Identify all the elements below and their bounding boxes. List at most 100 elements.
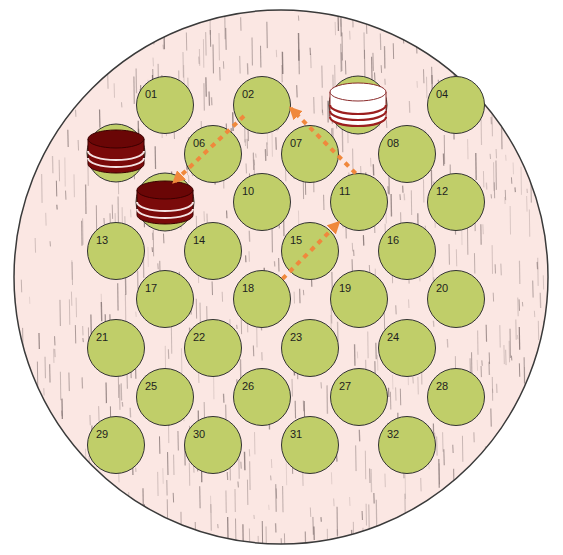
square-number: 30 (193, 428, 205, 440)
square-number: 08 (387, 137, 399, 149)
square-outline (233, 76, 291, 134)
square-outline (330, 368, 388, 426)
square-number: 07 (290, 137, 302, 149)
board-square: 29 (87, 416, 145, 474)
board-square: 10 (233, 173, 291, 231)
square-outline (136, 368, 194, 426)
board-square: 07 (281, 125, 339, 183)
square-outline (281, 416, 339, 474)
board-square: 28 (427, 368, 485, 426)
square-outline (233, 368, 291, 426)
square-outline (378, 125, 436, 183)
square-number: 22 (193, 331, 205, 343)
square-outline (87, 416, 145, 474)
board-square: 15 (281, 222, 339, 280)
square-outline (233, 173, 291, 231)
board-square: 01 (136, 76, 194, 134)
square-number: 21 (96, 331, 108, 343)
board-square: 25 (136, 368, 194, 426)
board-square: 21 (87, 319, 145, 377)
board-square: 02 (233, 76, 291, 134)
square-outline (281, 222, 339, 280)
square-number: 28 (436, 380, 448, 392)
square-number: 15 (290, 234, 302, 246)
square-outline (427, 76, 485, 134)
board-square: 06 (184, 125, 242, 183)
move-arrow (282, 223, 338, 279)
dark-piece (88, 130, 144, 173)
square-outline (87, 222, 145, 280)
square-number: 29 (96, 428, 108, 440)
square-outline (427, 173, 485, 231)
board-square: 12 (427, 173, 485, 231)
board-square: 04 (427, 76, 485, 134)
board-square: 22 (184, 319, 242, 377)
square-outline (330, 270, 388, 328)
square-outline (184, 222, 242, 280)
square-number: 31 (290, 428, 302, 440)
square-outline (136, 76, 194, 134)
square-number: 23 (290, 331, 302, 343)
square-number: 18 (242, 282, 254, 294)
square-number: 13 (96, 234, 108, 246)
move-arrow (291, 108, 356, 173)
board-square: 20 (427, 270, 485, 328)
square-number: 16 (387, 234, 399, 246)
square-outline (184, 125, 242, 183)
board-rim (14, 10, 548, 544)
board-square: 24 (378, 319, 436, 377)
square-outline (378, 319, 436, 377)
square-number: 12 (436, 185, 448, 197)
square-outline (427, 368, 485, 426)
square-outline (281, 319, 339, 377)
board-square: 23 (281, 319, 339, 377)
board-square (136, 173, 194, 231)
board-square: 11 (330, 173, 388, 231)
square-outline (184, 416, 242, 474)
square-number: 11 (339, 185, 350, 197)
board-square: 27 (330, 368, 388, 426)
board-square: 18 (233, 270, 291, 328)
wood-grain (12, 9, 551, 555)
board-square: 08 (378, 125, 436, 183)
square-number: 19 (339, 282, 351, 294)
square-outline (136, 270, 194, 328)
square-number: 25 (145, 380, 157, 392)
board-square: 14 (184, 222, 242, 280)
board-square: 17 (136, 270, 194, 328)
square-outline (281, 125, 339, 183)
square-number: 24 (387, 331, 399, 343)
square-outline (87, 319, 145, 377)
square-number: 06 (193, 137, 205, 149)
square-number: 32 (387, 428, 399, 440)
square-number: 10 (242, 185, 254, 197)
board-disc (14, 10, 548, 544)
square-outline (378, 416, 436, 474)
board-square: 13 (87, 222, 145, 280)
board-square (87, 124, 145, 182)
square-outline (427, 270, 485, 328)
board-square (329, 76, 387, 134)
square-outline (184, 319, 242, 377)
square-number: 26 (242, 380, 254, 392)
square-outline (330, 173, 388, 231)
square-number: 04 (436, 88, 448, 100)
dark-piece (137, 181, 193, 224)
board-square: 26 (233, 368, 291, 426)
square-number: 27 (339, 380, 351, 392)
square-number: 01 (145, 88, 157, 100)
board-square: 30 (184, 416, 242, 474)
square-outline (233, 270, 291, 328)
board-square: 19 (330, 270, 388, 328)
white-piece (330, 83, 386, 126)
square-outline (378, 222, 436, 280)
board-square: 16 (378, 222, 436, 280)
square-number: 02 (242, 88, 254, 100)
board-square: 31 (281, 416, 339, 474)
square-number: 20 (436, 282, 448, 294)
